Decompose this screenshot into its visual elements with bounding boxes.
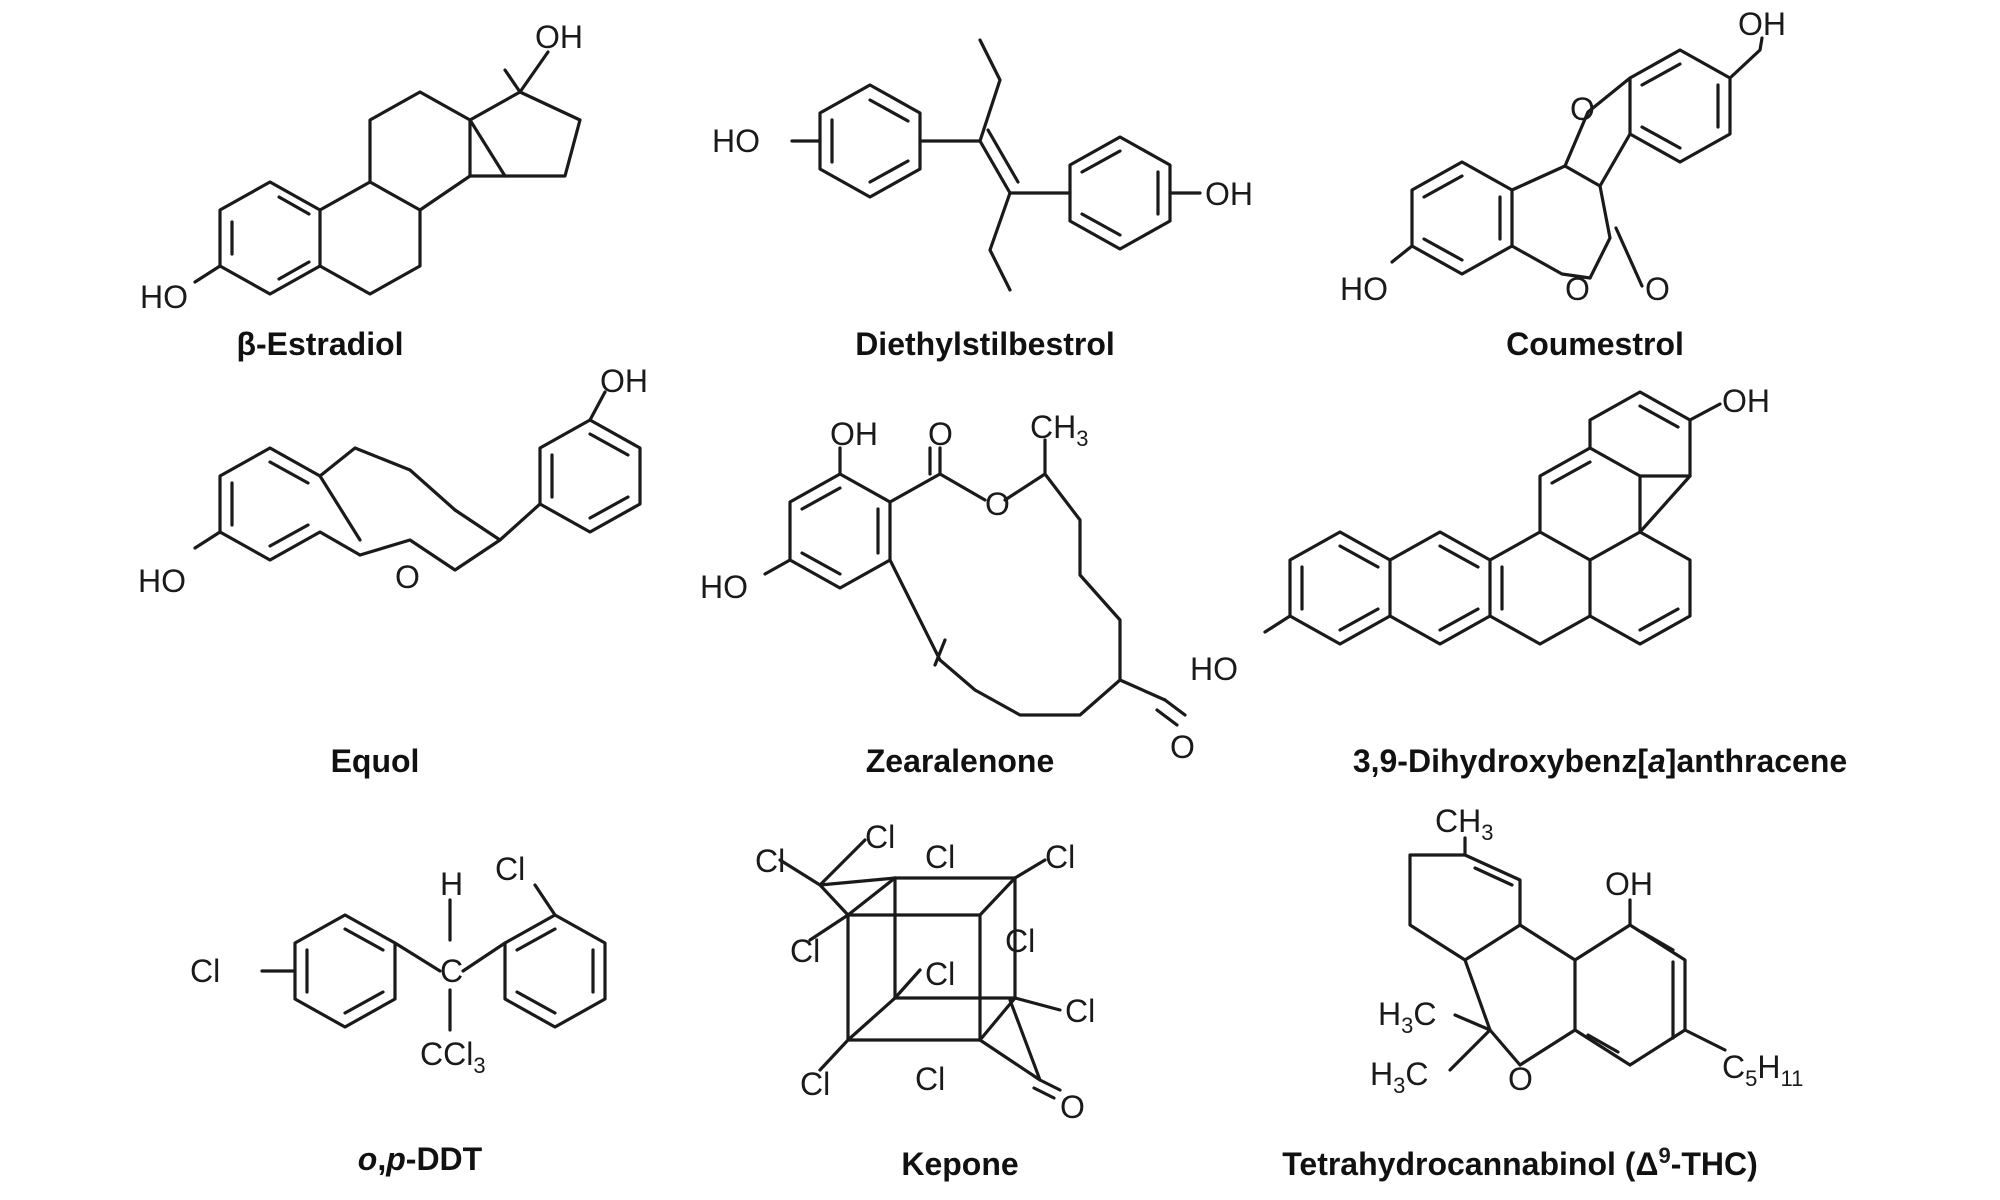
ho-label: HO xyxy=(712,123,760,159)
compound-name: 3,9-Dihydroxybenz[a]anthracene xyxy=(1353,743,1847,779)
chlorine-label: Cl xyxy=(190,953,220,989)
structure-dihydroxybenzanthracene: OH HO 3,9-Dihydroxybenz[a]anthracene xyxy=(1190,383,1847,779)
ester-oxygen-label: O xyxy=(985,486,1010,522)
ho-label: HO xyxy=(700,569,748,605)
chlorine-label: Cl xyxy=(755,843,785,879)
ho-label: HO xyxy=(1190,651,1238,687)
compound-name: β-Estradiol xyxy=(236,326,403,362)
structure-kepone: Cl Cl Cl Cl Cl Cl Cl Cl Cl Cl O Kepone xyxy=(755,819,1095,1182)
oh-label: OH xyxy=(1722,383,1770,419)
carbonyl-oxygen-label: O xyxy=(928,416,953,452)
compound-name: o,p-DDT xyxy=(358,1141,483,1177)
structure-op-ddt: Cl H C Cl CCl3 o,p-DDT xyxy=(190,851,607,1177)
compound-name: Diethylstilbestrol xyxy=(855,326,1115,362)
structure-equol: OH O HO Equol xyxy=(138,363,648,779)
lactone-oxygen-label: O xyxy=(1565,271,1590,307)
oh-label: OH xyxy=(830,416,878,452)
carbon-label: C xyxy=(440,953,463,989)
carbonyl-oxygen-label: O xyxy=(1645,271,1670,307)
ho-label: HO xyxy=(1340,271,1388,307)
structure-thc: CH3 OH H3C H3C O C5H11 Tetrahydrocannabi… xyxy=(1282,803,1803,1182)
chlorine-label: Cl xyxy=(1005,923,1035,959)
structure-diethylstilbestrol: HO OH Diethylstilbestrol xyxy=(712,38,1253,362)
methyl-label: CH3 xyxy=(1030,409,1088,451)
hydrogen-label: H xyxy=(440,866,463,902)
structure-zearalenone: OH O O CH3 HO O Zearalenone xyxy=(700,409,1195,779)
oh-label: OH xyxy=(1205,176,1253,212)
compound-name: Tetrahydrocannabinol (Δ9-THC) xyxy=(1282,1143,1758,1182)
chlorine-label: Cl xyxy=(1065,993,1095,1029)
compound-name: Zearalenone xyxy=(866,743,1055,779)
ho-label: HO xyxy=(140,279,188,315)
oh-label: OH xyxy=(535,19,583,55)
chlorine-label: Cl xyxy=(865,819,895,855)
ring-oxygen-label: O xyxy=(395,559,420,595)
chlorine-label: Cl xyxy=(800,1066,830,1102)
chlorine-label: Cl xyxy=(790,933,820,969)
methyl-label: CH3 xyxy=(1435,803,1493,845)
compound-name: Equol xyxy=(331,743,420,779)
chlorine-label: Cl xyxy=(925,956,955,992)
structure-coumestrol: OH O O O HO Coumestrol xyxy=(1340,6,1786,362)
ring-oxygen-label: O xyxy=(1570,91,1595,127)
oh-label: OH xyxy=(600,363,648,399)
chlorine-label: Cl xyxy=(495,851,525,887)
chlorine-label: Cl xyxy=(925,839,955,875)
compound-name: Kepone xyxy=(901,1146,1018,1182)
trichloromethyl-label: CCl3 xyxy=(420,1036,486,1078)
pentyl-label: C5H11 xyxy=(1722,1049,1803,1091)
oh-label: OH xyxy=(1605,866,1653,902)
chlorine-label: Cl xyxy=(1045,839,1075,875)
compound-name: Coumestrol xyxy=(1506,326,1684,362)
ring-oxygen-label: O xyxy=(1508,1061,1533,1097)
structure-estradiol: OH HO β-Estradiol xyxy=(140,19,583,362)
chlorine-label: Cl xyxy=(915,1061,945,1097)
methyl-label: H3C xyxy=(1370,1056,1428,1098)
ho-label: HO xyxy=(138,563,186,599)
methyl-label: H3C xyxy=(1378,996,1436,1038)
carbonyl-oxygen-label: O xyxy=(1060,1089,1085,1125)
ketone-oxygen-label: O xyxy=(1170,729,1195,765)
oh-label: OH xyxy=(1738,6,1786,42)
